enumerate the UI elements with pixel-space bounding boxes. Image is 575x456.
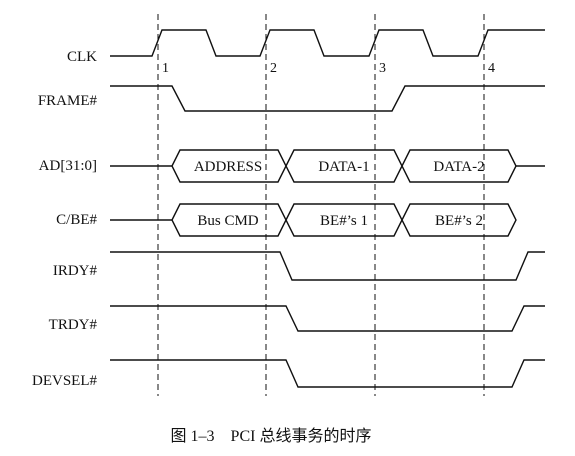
ad-bus: ADDRESS DATA-1 DATA-2 [110,149,545,183]
clk-waveform [110,29,545,57]
frame-waveform [110,85,545,112]
clock-marker-label-4: 4 [488,61,495,76]
signal-label-clk: CLK [67,49,97,65]
clock-marker-label-3: 3 [379,61,386,76]
cbe-bus: Bus CMD BE#’s 1 BE#’s 2 [110,203,517,237]
devsel-waveform [110,359,545,388]
signal-label-trdy: TRDY# [49,317,98,333]
ad-segment-label-data-2: DATA-2 [433,159,484,175]
ad-segment-label-address: ADDRESS [194,159,262,175]
signal-label-cbe: C/BE# [56,212,97,228]
clock-marker-label-1: 1 [162,61,169,76]
signal-label-devsel: DEVSEL# [32,373,97,389]
cbe-segment-be-2 [401,203,517,237]
clock-marker-label-2: 2 [270,61,277,76]
trdy-waveform [110,305,545,332]
cbe-segment-label-be-2: BE#’s 2 [435,213,483,229]
figure-caption: 图 1–3 PCI 总线事务的时序 [171,427,372,445]
cbe-segment-label-bus-cmd: Bus CMD [197,213,258,229]
cbe-segment-label-be-1: BE#’s 1 [320,213,368,229]
ad-segment-label-data-1: DATA-1 [318,159,369,175]
irdy-waveform [110,251,545,281]
signal-label-irdy: IRDY# [53,263,98,279]
signal-label-frame: FRAME# [38,93,98,109]
signal-label-ad: AD[31:0] [39,158,97,174]
